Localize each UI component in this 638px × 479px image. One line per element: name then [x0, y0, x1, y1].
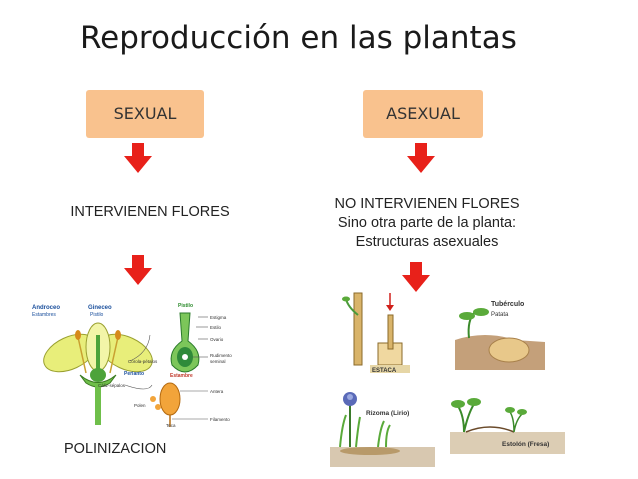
label-perianto: Perianto — [124, 371, 144, 377]
label-estambre-title: Estambre — [170, 373, 193, 379]
down-arrow-icon — [407, 143, 435, 173]
sexual-label: SEXUAL — [113, 104, 177, 123]
label-seminal: seminal — [210, 359, 226, 364]
label-estigma: Estigma — [210, 315, 227, 320]
label-estilo: Estilo — [210, 325, 222, 330]
down-arrow-icon — [402, 262, 430, 292]
tuber-illustration: Tubérculo Patata — [455, 301, 545, 370]
label-tuberculo: Tubérculo — [491, 301, 524, 308]
label-teca: Teca — [166, 423, 176, 428]
flower-diagram: Androceo Estambres Gineceo Pistilo Corol… — [32, 303, 232, 428]
label-pistilo-title: Pistilo — [178, 303, 193, 309]
label-androceo-sub: Estambres — [32, 312, 56, 318]
label-rizoma: Rizoma (Lirio) — [366, 410, 409, 417]
label-ovario: Ovario — [210, 337, 224, 342]
asexual-box: ASEXUAL — [363, 90, 483, 138]
label-androceo: Androceo — [32, 305, 60, 311]
sexual-description: INTERVIENEN FLORES — [70, 204, 230, 220]
label-rudimento: Rudimento — [210, 353, 232, 358]
label-patata: Patata — [491, 312, 509, 318]
asexual-description: NO INTERVIENEN FLORES Sino otra parte de… — [312, 195, 542, 252]
down-arrow-icon — [124, 143, 152, 173]
sexual-box: SEXUAL — [86, 90, 204, 138]
pollination-label: POLINIZACION — [64, 441, 167, 457]
label-antera: Antera — [210, 389, 224, 394]
asexual-label: ASEXUAL — [386, 104, 460, 123]
label-polen: Polen — [134, 403, 146, 408]
label-estolon: Estolón (Fresa) — [502, 441, 549, 448]
label-gineceo-sub: Pistilo — [90, 312, 104, 318]
asexual-line-2: Sino otra parte de la planta: — [337, 215, 517, 231]
down-arrow-icon — [124, 255, 152, 285]
label-gineceo: Gineceo — [88, 305, 112, 311]
label-caliz: Cáliz-sépalos — [98, 383, 126, 388]
rhizome-illustration: Rizoma (Lirio) — [330, 392, 435, 467]
stolon-illustration: Estolón (Fresa) — [450, 398, 565, 454]
label-filamento: Filamento — [210, 417, 230, 422]
cutting-illustration: ESTACA — [342, 292, 410, 374]
asexual-line-3: Estructuras asexuales — [355, 234, 499, 250]
page-title: Reproducción en las plantas — [80, 20, 517, 56]
label-corola: Corola-pétalos — [128, 359, 158, 364]
label-estaca: ESTACA — [372, 368, 397, 374]
asexual-line-1: NO INTERVIENEN FLORES — [334, 196, 520, 212]
